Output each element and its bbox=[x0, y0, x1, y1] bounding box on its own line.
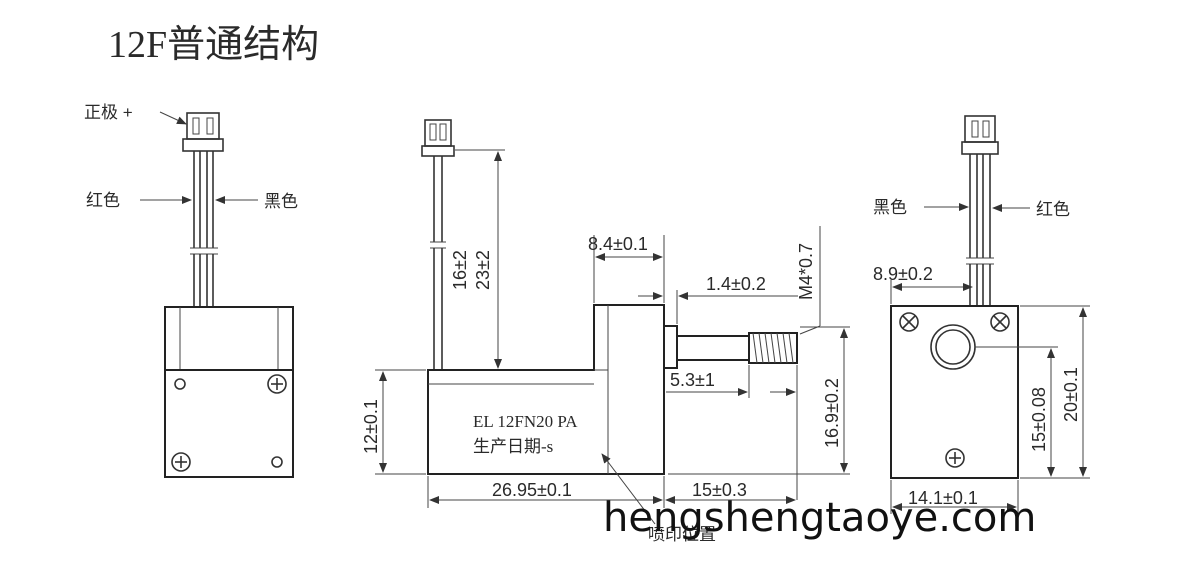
dim-5-3: 5.3±1 bbox=[670, 370, 715, 390]
red-wire-label: 红色 bbox=[1036, 200, 1070, 219]
dim-1-4: 1.4±0.2 bbox=[706, 274, 766, 294]
dim-12: 12±0.1 bbox=[361, 399, 381, 454]
left-connector bbox=[186, 112, 220, 140]
marking-callout: 喷印位置 bbox=[648, 525, 716, 544]
dim-23: 23±2 bbox=[473, 250, 493, 290]
screw-icon bbox=[899, 312, 919, 332]
page-title: 12F普通结构 bbox=[108, 24, 319, 66]
watermark: hengshengtaoye.com bbox=[603, 495, 1036, 541]
left-view: 正极 + 红色 黑色 bbox=[84, 103, 298, 478]
dim-15-0-08: 15±0.08 bbox=[1029, 387, 1049, 452]
dim-15: 15±0.3 bbox=[692, 480, 747, 500]
right-view: 黑色 红色 8.9±0.2 15±0.08 20±0.1 14.1±0.1 bbox=[873, 115, 1090, 514]
dim-m4: M4*0.7 bbox=[796, 243, 816, 300]
right-connector bbox=[964, 115, 996, 143]
left-face-plate bbox=[164, 369, 294, 478]
dim-20: 20±0.1 bbox=[1061, 367, 1081, 422]
left-housing-top bbox=[164, 306, 294, 371]
dim-8-4: 8.4±0.1 bbox=[588, 234, 648, 254]
screw-icon bbox=[945, 448, 965, 468]
plunger-shaft bbox=[676, 335, 750, 361]
dim-26-95: 26.95±0.1 bbox=[492, 480, 572, 500]
red-wire-label: 红色 bbox=[86, 191, 120, 210]
black-wire-label: 黑色 bbox=[873, 198, 907, 217]
marking-line-2: 生产日期-s bbox=[473, 437, 553, 456]
screw-icon bbox=[267, 374, 287, 394]
marking-line-1: EL 12FN20 PA bbox=[473, 412, 578, 431]
front-connector bbox=[424, 119, 452, 147]
front-view: EL 12FN20 PA 生产日期-s 16±2 23±2 8.4±0.1 1.… bbox=[361, 119, 850, 544]
dim-14-1: 14.1±0.1 bbox=[908, 488, 978, 508]
dim-8-9: 8.9±0.2 bbox=[873, 264, 933, 284]
dim-16: 16±2 bbox=[450, 250, 470, 290]
screw-icon bbox=[171, 452, 191, 472]
positive-label: 正极 + bbox=[84, 103, 133, 122]
black-wire-label: 黑色 bbox=[264, 192, 298, 211]
dim-16-9: 16.9±0.2 bbox=[822, 378, 842, 448]
screw-icon bbox=[990, 312, 1010, 332]
